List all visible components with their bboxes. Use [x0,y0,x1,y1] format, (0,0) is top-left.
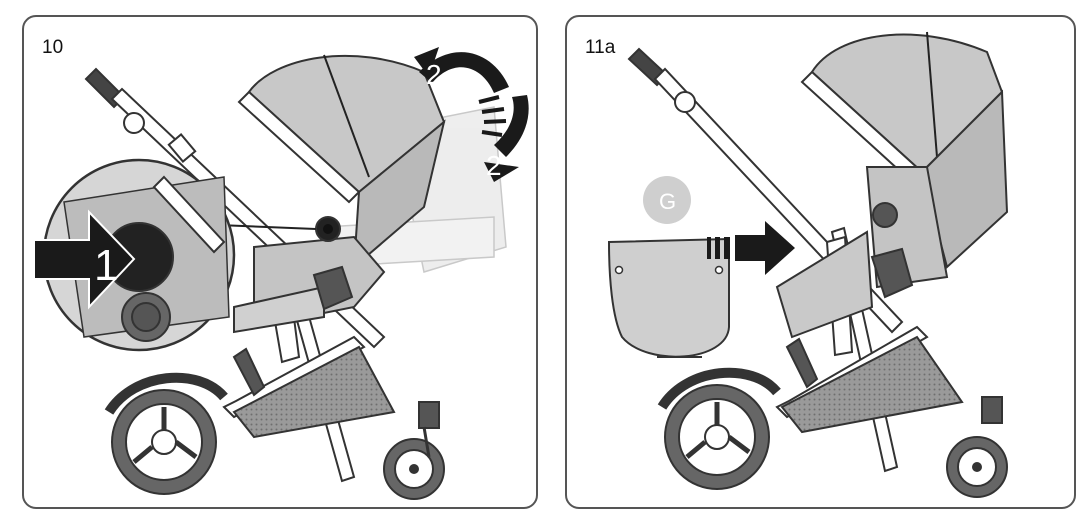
step-callout-1: 1 [94,241,118,290]
seat-adapter [870,247,914,299]
brake-clip [167,133,197,163]
rear-wheel [657,367,781,490]
canopy [800,31,1009,269]
handlebar-hinge [674,91,696,113]
rear-wheel [104,372,228,495]
stroller-diagram: 1 2 2 [33,47,529,500]
seat-adapter [312,265,354,311]
seat-unit [775,166,949,339]
shopping-basket [232,345,396,439]
step-label: 10 [42,37,64,58]
step-callout-2-bottom: 2 [486,150,502,181]
seat-release-button [872,202,898,228]
part-g-badge [643,176,691,224]
brake-pedal [785,337,819,389]
shopping-basket [780,335,964,434]
step-callout-2-top: 2 [426,59,442,90]
front-wheel [946,396,1008,498]
apron-part [607,237,730,358]
stroller-diagram: G [607,31,1009,498]
press-arrow [33,209,136,310]
part-g-label: G [659,189,676,214]
handlebar-hinge [123,112,145,134]
attach-arrow [707,221,795,275]
instruction-panel-step-10: 10 [22,15,538,509]
front-wheel [383,401,445,500]
rotate-arrow [414,47,529,182]
step-label: 11a [585,37,616,58]
instruction-panel-step-11a: 11a [565,15,1076,509]
brake-pedal [232,347,266,397]
